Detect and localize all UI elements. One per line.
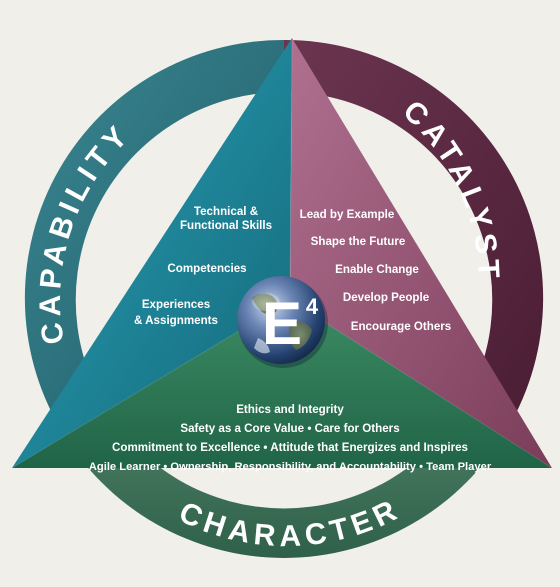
character-item-line3: Commitment to Excellence • Attitude that…	[112, 441, 468, 454]
character-item-line1: Ethics and Integrity	[236, 403, 344, 416]
character-items: Ethics and Integrity Safety as a Core Va…	[89, 403, 492, 473]
character-item-line4: Agile Learner • Ownership, Responsibilit…	[89, 461, 492, 473]
catalyst-items: Lead by Example Shape the Future Enable …	[300, 208, 452, 333]
capability-item-experiences-line1: Experiences	[142, 298, 210, 311]
capability-ring-segment	[24, 39, 284, 430]
globe-emblem: E 4	[237, 276, 328, 368]
catalyst-item-shape: Shape the Future	[311, 235, 406, 248]
capability-item-competencies: Competencies	[167, 262, 246, 275]
catalyst-ring-segment	[284, 39, 544, 430]
catalyst-face	[290, 38, 552, 468]
capability-item-technical-line1: Technical &	[194, 205, 259, 218]
capability-items: Technical & Functional Skills Competenci…	[134, 205, 272, 327]
character-item-line2: Safety as a Core Value • Care for Others	[180, 422, 399, 435]
catalyst-item-encourage: Encourage Others	[351, 320, 452, 333]
catalyst-item-enable: Enable Change	[335, 263, 419, 276]
center-letter: E	[262, 290, 302, 357]
inner-triangle	[11, 37, 553, 469]
character-face	[12, 300, 552, 468]
capability-item-technical-line2: Functional Skills	[180, 219, 272, 232]
outer-ring	[24, 39, 544, 558]
center-superscript: 4	[306, 294, 319, 319]
character-ring-segment	[60, 404, 508, 558]
capability-face	[12, 38, 292, 468]
catalyst-item-develop: Develop People	[343, 291, 430, 304]
capability-item-experiences-line2: & Assignments	[134, 314, 218, 327]
catalyst-item-lead: Lead by Example	[300, 208, 395, 221]
